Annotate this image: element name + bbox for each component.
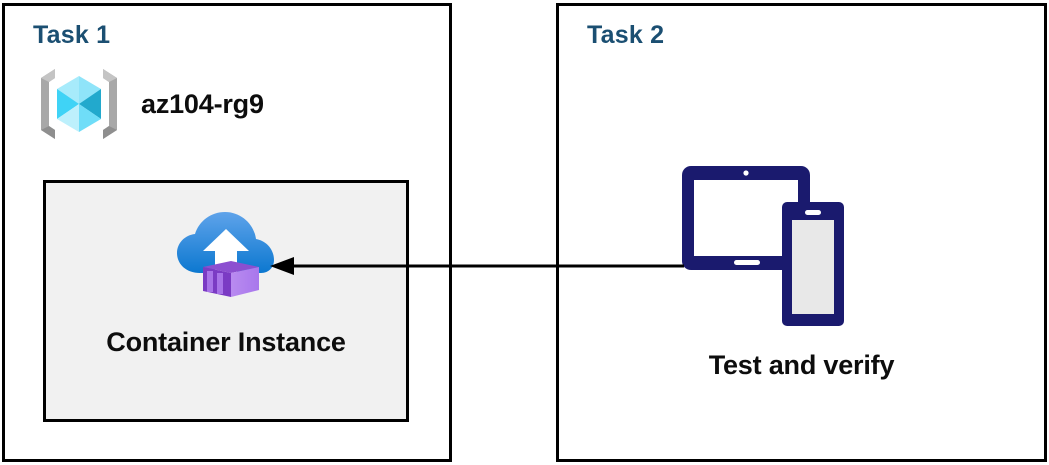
- resource-group-label: az104-rg9: [141, 88, 264, 119]
- azure-container-instance-icon: [177, 212, 274, 297]
- resource-group-row: az104-rg9: [35, 64, 264, 144]
- tablet-and-phone-icon: [682, 166, 844, 326]
- connector-arrow-icon: [270, 257, 684, 275]
- container-instance-card: Container Instance: [43, 180, 409, 422]
- panel-task-1-title: Task 1: [33, 21, 111, 49]
- panel-task-1: Task 1: [2, 3, 452, 462]
- test-and-verify-label: Test and verify: [708, 350, 895, 380]
- azure-resource-group-icon: [41, 69, 117, 139]
- panel-task-2-title: Task 2: [587, 21, 665, 49]
- container-instance-label: Container Instance: [106, 327, 346, 357]
